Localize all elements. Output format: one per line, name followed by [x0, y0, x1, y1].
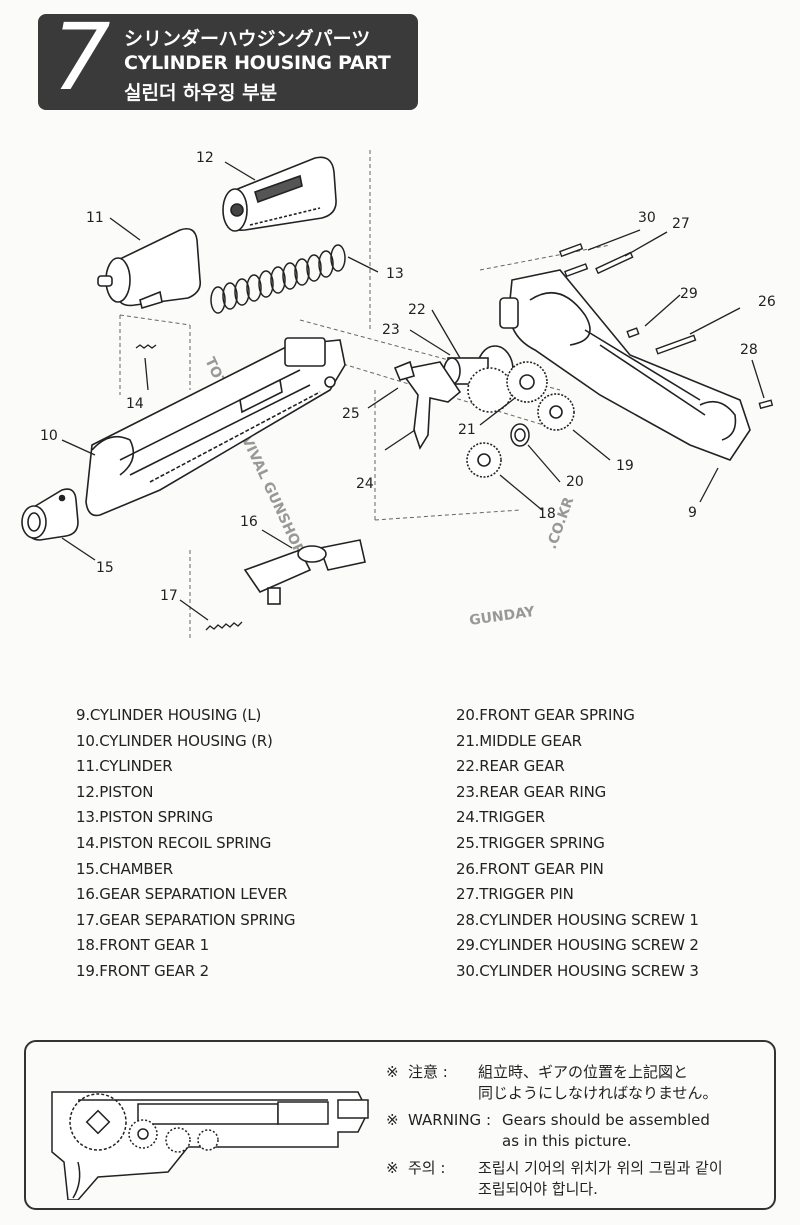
- list-item: 13.PISTON SPRING: [76, 808, 213, 827]
- callout-9: 9: [688, 505, 697, 521]
- warning-kr-line-2: 조립되어야 합니다.: [478, 1180, 598, 1198]
- callout-18: 18: [538, 506, 556, 522]
- leader-lines: [61, 161, 765, 621]
- list-item: 16.GEAR SEPARATION LEVER: [76, 885, 288, 904]
- warning-label-kr: 주의 :: [408, 1159, 446, 1177]
- callout-24: 24: [356, 476, 374, 492]
- callout-11: 11: [86, 210, 104, 226]
- assembled-gearbox-illustration: [51, 1091, 369, 1200]
- callout-10: 10: [40, 428, 58, 444]
- part-recoil-spring: [135, 344, 157, 349]
- watermark-domain: .CO.KR: [544, 495, 578, 552]
- part-cylinder: [97, 227, 202, 310]
- section-title-english: CYLINDER HOUSING PART: [124, 52, 391, 74]
- warning-label-en: WARNING :: [408, 1111, 492, 1129]
- callout-27: 27: [672, 216, 690, 232]
- part-piston: [222, 156, 337, 232]
- exploded-diagram-svg: GUNDAY TOTAL SURVIVAL GUNSHOP .CO.KR: [21, 150, 776, 640]
- callout-26: 26: [758, 294, 776, 310]
- list-item: 26.FRONT GEAR PIN: [456, 859, 604, 878]
- callout-21: 21: [458, 422, 476, 438]
- callout-25: 25: [342, 406, 360, 422]
- list-item: 22.REAR GEAR: [456, 757, 565, 776]
- note-mark: ※: [386, 1063, 399, 1081]
- callout-20: 20: [566, 474, 584, 490]
- part-front-gear-2: [537, 393, 575, 431]
- part-front-gear-spring: [510, 423, 530, 447]
- list-item: 29.CYLINDER HOUSING SCREW 2: [456, 936, 699, 955]
- list-item: 25.TRIGGER SPRING: [456, 833, 605, 852]
- callout-17: 17: [160, 588, 178, 604]
- part-chamber: [21, 488, 79, 541]
- warning-label-jp: 注意 :: [408, 1063, 448, 1081]
- callout-numbers: 9 10 11 12 13 14 15 16 17 18 19 20 21 22…: [40, 150, 776, 604]
- callout-14: 14: [126, 396, 144, 412]
- part-trigger: [393, 360, 462, 450]
- list-item: 23.REAR GEAR RING: [456, 782, 607, 801]
- callout-22: 22: [408, 302, 426, 318]
- warning-box: ※ 注意 : 組立時、ギアの位置を上記図と 同じようにしなければなりません。 ※…: [24, 1040, 776, 1210]
- part-housing-left: [499, 269, 751, 461]
- section-title-japanese: シリンダーハウジングパーツ: [124, 28, 371, 50]
- warning-en-line-1: Gears should be assembled: [502, 1111, 710, 1129]
- part-housing-right: [85, 337, 346, 517]
- note-mark: ※: [386, 1159, 399, 1177]
- parts-list-right: 20.FRONT GEAR SPRING 21.MIDDLE GEAR 22.R…: [456, 703, 699, 985]
- part-screws-and-pins: [559, 243, 774, 410]
- list-item: 12.PISTON: [76, 782, 154, 801]
- part-middle-gear: [506, 361, 548, 403]
- callout-29: 29: [680, 286, 698, 302]
- note-mark: ※: [386, 1111, 399, 1129]
- list-item: 10.CYLINDER HOUSING (R): [76, 731, 273, 750]
- list-item: 14.PISTON RECOIL SPRING: [76, 833, 272, 852]
- section-number: 7: [52, 4, 111, 111]
- callout-30: 30: [638, 210, 656, 226]
- exploded-diagram: GUNDAY TOTAL SURVIVAL GUNSHOP .CO.KR: [0, 130, 800, 650]
- list-item: 21.MIDDLE GEAR: [456, 731, 582, 750]
- callout-15: 15: [96, 560, 114, 576]
- part-piston-spring: [210, 244, 346, 314]
- list-item: 24.TRIGGER: [456, 808, 546, 827]
- callout-28: 28: [740, 342, 758, 358]
- part-gear-separation-lever: [243, 539, 366, 605]
- list-item: 30.CYLINDER HOUSING SCREW 3: [456, 961, 699, 980]
- list-item: 9.CYLINDER HOUSING (L): [76, 706, 262, 724]
- part-gear-separation-spring: [205, 621, 243, 631]
- warning-jp-line-1: 組立時、ギアの位置を上記図と: [478, 1063, 689, 1081]
- list-item: 27.TRIGGER PIN: [456, 885, 574, 904]
- section-header: 7 シリンダーハウジングパーツ CYLINDER HOUSING PART 실린…: [38, 8, 418, 110]
- part-rear-gear: [443, 345, 514, 413]
- callout-16: 16: [240, 514, 258, 530]
- warning-kr-line-1: 조립시 기어의 위치가 위의 그림과 같이: [478, 1159, 723, 1177]
- list-item: 15.CHAMBER: [76, 859, 174, 878]
- list-item: 20.FRONT GEAR SPRING: [456, 706, 635, 724]
- part-front-gear-1: [466, 442, 502, 478]
- list-item: 11.CYLINDER: [76, 757, 173, 776]
- warning-text: ※ 注意 : 組立時、ギアの位置を上記図と 同じようにしなければなりません。 ※…: [386, 1062, 723, 1206]
- parts-list-left: 9.CYLINDER HOUSING (L) 10.CYLINDER HOUSI…: [76, 703, 296, 985]
- list-item: 18.FRONT GEAR 1: [76, 936, 209, 955]
- warning-jp-line-2: 同じようにしなければなりません。: [478, 1084, 718, 1102]
- list-item: 19.FRONT GEAR 2: [76, 961, 209, 980]
- callout-13: 13: [386, 266, 404, 282]
- section-title-korean: 실린더 하우징 부분: [124, 82, 278, 104]
- callout-19: 19: [616, 458, 634, 474]
- watermark-brand: GUNDAY: [468, 604, 536, 629]
- warning-en-line-2: as in this picture.: [502, 1132, 632, 1150]
- callout-12: 12: [196, 150, 214, 166]
- list-item: 17.GEAR SEPARATION SPRING: [76, 910, 296, 929]
- list-item: 28.CYLINDER HOUSING SCREW 1: [456, 910, 699, 929]
- callout-23: 23: [382, 322, 400, 338]
